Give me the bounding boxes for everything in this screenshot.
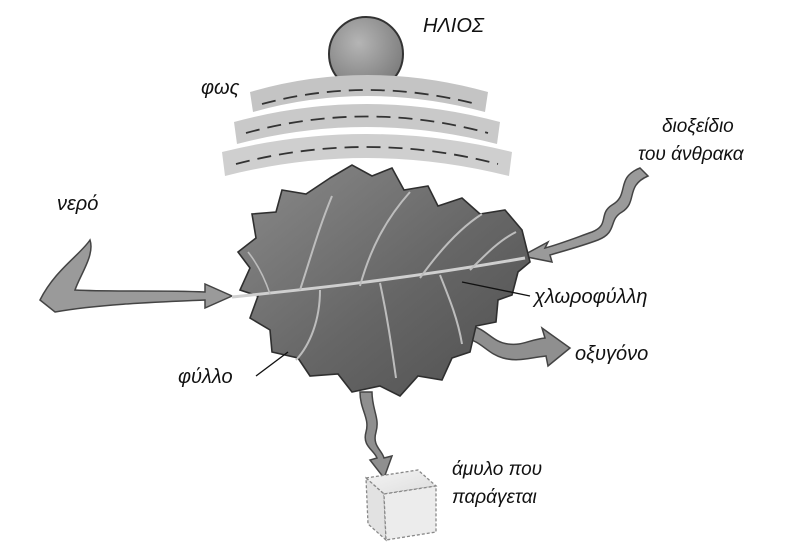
co2-label-line1: διοξείδιο (662, 116, 734, 137)
light-rays (222, 75, 512, 176)
leaf (232, 165, 530, 396)
oxygen-label: οξυγόνο (575, 343, 648, 365)
co2-arrow (522, 168, 648, 262)
sun-label: ΗΛΙΟΣ (423, 15, 485, 37)
starch-cube (366, 470, 436, 540)
oxygen-arrow (466, 325, 570, 366)
leaf-pointer (256, 352, 288, 376)
leaf-label: φύλλο (178, 366, 233, 388)
water-label: νερό (57, 193, 98, 215)
light-label: φως (201, 77, 240, 99)
starch-label-line1: άμυλο που (452, 459, 542, 480)
water-arrow (40, 240, 232, 312)
co2-label-line2: του άνθρακα (638, 144, 745, 165)
starch-arrow (360, 392, 392, 478)
starch-label-line2: παράγεται (452, 487, 537, 508)
chlorophyll-label: χλωροφύλλη (532, 286, 647, 308)
